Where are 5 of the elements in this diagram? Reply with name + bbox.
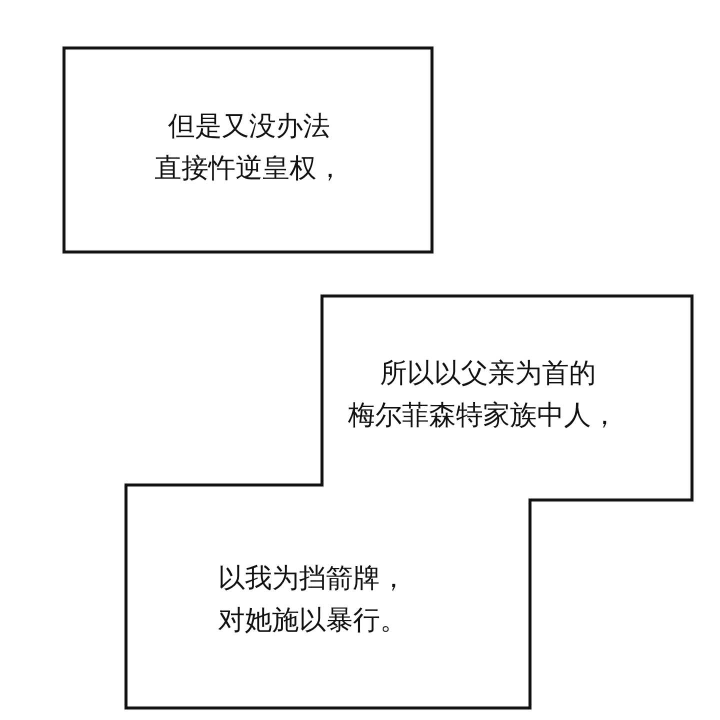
- caption-text: 所以以父亲为首的梅尔菲森特家族中人，: [348, 357, 619, 433]
- caption-text: 但是又没办法直接忤逆皇权，: [154, 110, 344, 186]
- caption-box: [64, 48, 432, 252]
- caption-text: 以我为挡箭牌，对她施以暴行。: [218, 562, 408, 638]
- caption-box: [126, 296, 692, 708]
